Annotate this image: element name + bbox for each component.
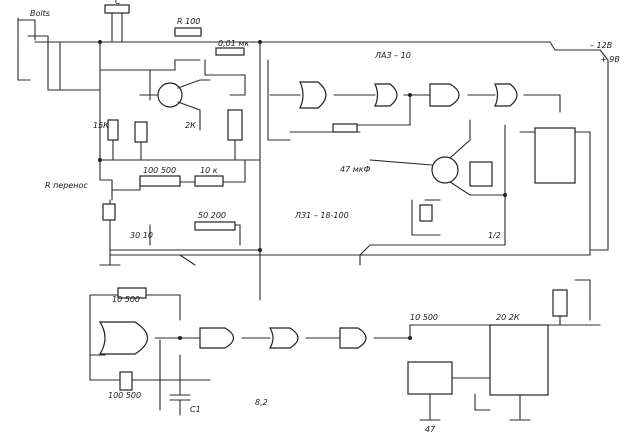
gate-b4 bbox=[339, 327, 367, 349]
gate-1 bbox=[299, 81, 327, 109]
resistor-r100 bbox=[174, 27, 202, 37]
label-out-right: – 12В bbox=[590, 41, 612, 50]
label-ic-mid: ЛЗ1 – 18-100 bbox=[294, 211, 349, 220]
resistor-bottom-left bbox=[119, 371, 133, 391]
ic-bottom-1 bbox=[407, 361, 453, 395]
capacitor-mid bbox=[419, 204, 433, 222]
bottom-section: 10 500 20 2К 10 500 100 500 C1 47 8,2 bbox=[89, 279, 601, 434]
label-misc1: 1/2 bbox=[488, 231, 501, 240]
resistor-right bbox=[227, 109, 243, 141]
label-r-low2: 10 к bbox=[200, 166, 218, 175]
label-cap-mid: 47 мкФ bbox=[340, 165, 371, 174]
label-input: R перенос bbox=[45, 181, 88, 190]
resistor-left bbox=[134, 121, 148, 143]
resistor-r-low2 bbox=[194, 175, 224, 187]
label-r-bot4: 100 500 bbox=[108, 391, 141, 400]
label-top-cap: C bbox=[115, 0, 121, 6]
label-out-right2: + 9В bbox=[600, 55, 620, 64]
label-misc2: 8,2 bbox=[255, 398, 268, 407]
gate-b2 bbox=[199, 327, 235, 349]
resistor-gate bbox=[332, 123, 358, 133]
label-r-bot1: 10 500 bbox=[410, 313, 438, 322]
gate-b3 bbox=[268, 327, 299, 349]
transistor-top bbox=[157, 82, 183, 108]
top-capacitor bbox=[104, 4, 130, 14]
resistor-bottom-top bbox=[117, 287, 147, 299]
resistor-r-low4 bbox=[194, 221, 236, 231]
resistor-vertical bbox=[102, 203, 116, 221]
label-ic-top: ЛА3 – 10 bbox=[374, 51, 411, 60]
label-r-low1: 100 500 bbox=[143, 166, 176, 175]
top-left-section: Bolts C R 100 0,01 мк 15К 2К R перенос 1… bbox=[17, 0, 261, 301]
resistor-001 bbox=[215, 47, 245, 56]
label-gnd-bot: 47 bbox=[425, 425, 436, 434]
transistor-mid bbox=[431, 156, 459, 184]
label-r-top: R 100 bbox=[177, 17, 200, 26]
label-r-mid1: 15К bbox=[93, 121, 109, 130]
resistor-r-low1 bbox=[139, 175, 181, 187]
capacitor-left bbox=[107, 119, 119, 141]
label-c-bot: C1 bbox=[190, 405, 201, 414]
label-r-low4: 50 200 bbox=[198, 211, 226, 220]
ic-flipflop bbox=[534, 127, 576, 184]
junctions bbox=[98, 40, 507, 340]
ic-bottom-2 bbox=[489, 324, 549, 396]
label-r-mid2: 2К bbox=[185, 121, 196, 130]
gate-3 bbox=[429, 83, 460, 107]
top-right-section: ЛА3 – 10 – 12В + 9В 47 мкФ ЛЗ1 – 18-100 … bbox=[109, 41, 620, 266]
resistor-bottom-right bbox=[552, 289, 568, 317]
label-r-top2: 0,01 мк bbox=[218, 39, 249, 48]
gate-2 bbox=[374, 83, 398, 107]
resistor-mid bbox=[469, 161, 493, 187]
gate-b1 bbox=[98, 321, 149, 355]
gate-4 bbox=[494, 83, 518, 107]
label-r-bot2: 20 2К bbox=[496, 313, 520, 322]
label-top-left: Bolts bbox=[30, 9, 50, 18]
label-r-bot3: 10 500 bbox=[112, 295, 140, 304]
label-r-low3: 30 10 bbox=[130, 231, 153, 240]
